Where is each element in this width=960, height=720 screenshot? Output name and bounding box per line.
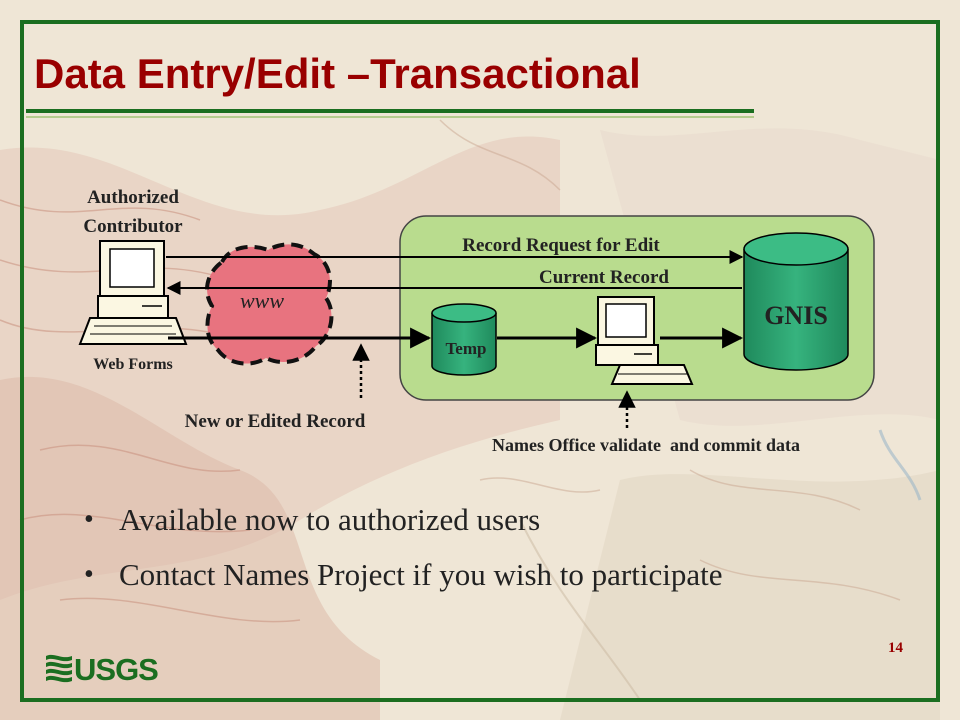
gnis-database: GNIS [743, 232, 849, 371]
page-number: 14 [888, 640, 903, 656]
slide-frame [20, 20, 940, 702]
current-record-label: Current Record [539, 267, 669, 288]
usgs-wave-icon [46, 654, 72, 683]
title-underline [26, 109, 754, 113]
bullet-dot: • [84, 504, 94, 535]
bullet-item: • Available now to authorized users [84, 500, 723, 555]
usgs-logo: USGS [46, 652, 159, 684]
bullet-item: • Contact Names Project if you wish to pa… [84, 555, 723, 610]
slide-title: Data Entry/Edit –Transactional [34, 50, 641, 97]
gnis-label: GNIS [764, 301, 828, 330]
names-office-computer-icon [595, 296, 694, 385]
bullet-list: • Available now to authorized users • Cont… [84, 500, 723, 610]
contributor-computer-icon [78, 240, 188, 345]
record-request-label: Record Request for Edit [462, 235, 660, 256]
bullet-text: Available now to authorized users [119, 502, 541, 537]
usgs-logo-text: USGS [74, 652, 158, 684]
cloud-label: www [240, 288, 284, 313]
new-record-label: New or Edited Record [185, 411, 366, 432]
temp-label: Temp [446, 339, 487, 358]
bullet-text: Contact Names Project if you wish to par… [119, 557, 723, 592]
title-underline-accent [26, 116, 754, 118]
web-forms-label: Web Forms [93, 356, 173, 373]
contributor-label-line2: Contributor [83, 216, 183, 237]
temp-database: Temp [431, 303, 497, 376]
contributor-label-line1: Authorized [87, 187, 179, 208]
names-office-label: Names Office validate and commit data [492, 435, 800, 455]
internet-cloud: www [205, 242, 334, 366]
bullet-dot: • [84, 559, 94, 590]
